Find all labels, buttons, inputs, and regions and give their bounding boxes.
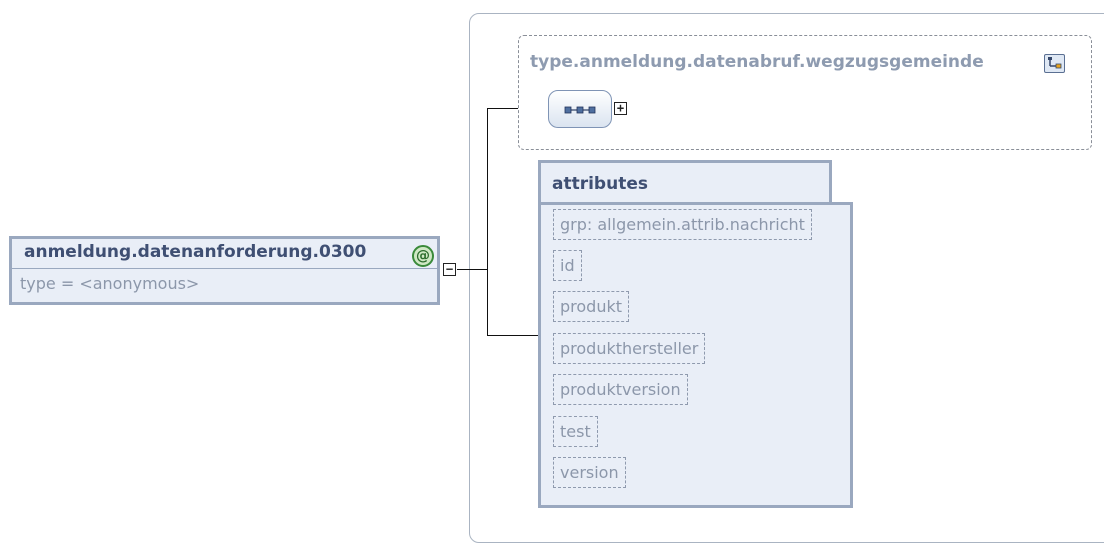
attribute-item[interactable]: test — [553, 416, 598, 447]
complex-type-icon — [1044, 54, 1065, 73]
sequence-compositor[interactable] — [548, 90, 612, 128]
attribute-item[interactable]: version — [553, 457, 626, 488]
attributes-header-tab — [832, 160, 853, 205]
connector-elem-h — [457, 269, 487, 270]
element-collapse-toggle[interactable]: − — [443, 263, 456, 276]
connector-attrs-h — [487, 335, 538, 336]
connector-seq-h — [487, 108, 548, 109]
attribute-item[interactable]: id — [553, 250, 582, 281]
attributes-title: attributes — [552, 174, 648, 194]
attribute-item[interactable]: grp: allgemein.attrib.nachricht — [553, 209, 812, 240]
element-type: type = <anonymous> — [20, 274, 200, 293]
element-box[interactable] — [9, 236, 440, 305]
attribute-item[interactable]: produkt — [553, 291, 630, 322]
attribute-item[interactable]: produkthersteller — [553, 333, 706, 364]
sequence-compositor-icon — [564, 106, 596, 114]
attribute-badge-icon: @ — [412, 245, 434, 267]
attribute-item[interactable]: produktversion — [553, 374, 688, 405]
element-name: anmeldung.datenanforderung.0300 — [24, 242, 367, 262]
element-divider — [12, 268, 437, 269]
sequence-expand-toggle[interactable]: + — [614, 102, 627, 115]
complex-type-box — [518, 35, 1092, 150]
attributes-header — [538, 160, 832, 205]
complex-type-name: type.anmeldung.datenabruf.wegzugsgemeind… — [530, 52, 984, 72]
connector-trunk-v — [487, 108, 488, 336]
